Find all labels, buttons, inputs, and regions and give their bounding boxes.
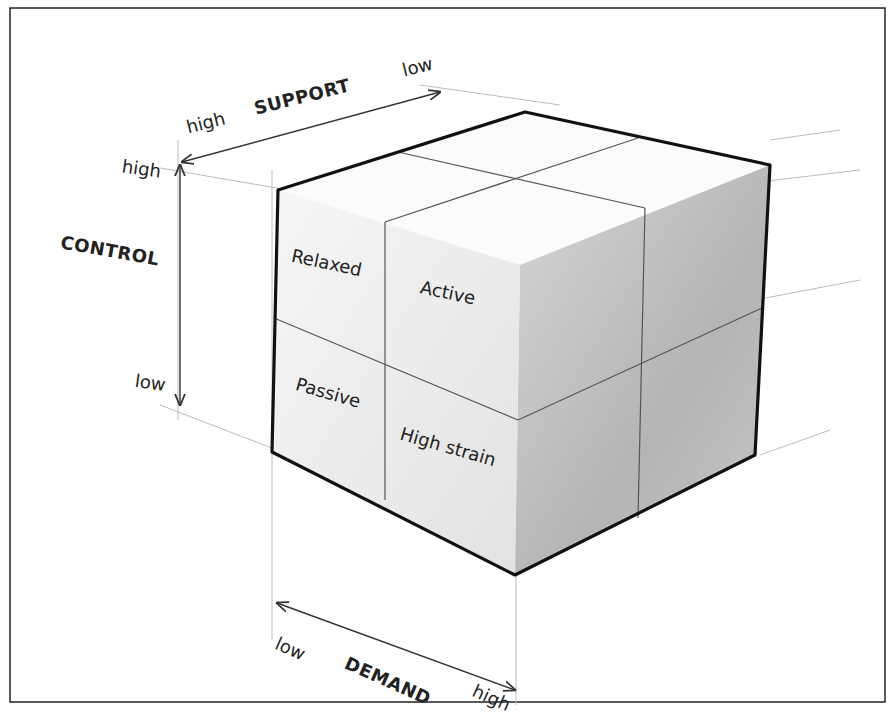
cube-outline	[272, 112, 770, 575]
axis-title: CONTROL	[59, 231, 161, 269]
quadrant-cell: Active	[391, 257, 506, 327]
axis-end: low	[133, 369, 166, 394]
grid-lines	[274, 138, 762, 518]
side-face	[515, 165, 770, 575]
axis-title: DEMAND	[342, 652, 435, 709]
front-face	[272, 190, 520, 575]
axis-arrows	[180, 92, 515, 690]
quadrant-label: Relaxed	[290, 244, 364, 279]
construction-lines	[160, 85, 860, 705]
quadrant-cell: Relaxed	[277, 227, 377, 297]
quadrant-cell: High strain	[386, 411, 511, 481]
quadrant-label: Active	[419, 276, 478, 308]
quadrant-label: Passive	[293, 373, 363, 412]
axis-end: high	[121, 155, 163, 181]
axis-end: high	[184, 107, 227, 137]
quadrant-cell: Passive	[278, 357, 378, 427]
axis-end: low	[400, 52, 435, 80]
axis-end: low	[272, 632, 309, 664]
frame	[10, 8, 885, 702]
axis-title: SUPPORT	[252, 74, 352, 118]
quadrant-label: High strain	[398, 422, 498, 469]
axis-end: high	[470, 679, 514, 714]
